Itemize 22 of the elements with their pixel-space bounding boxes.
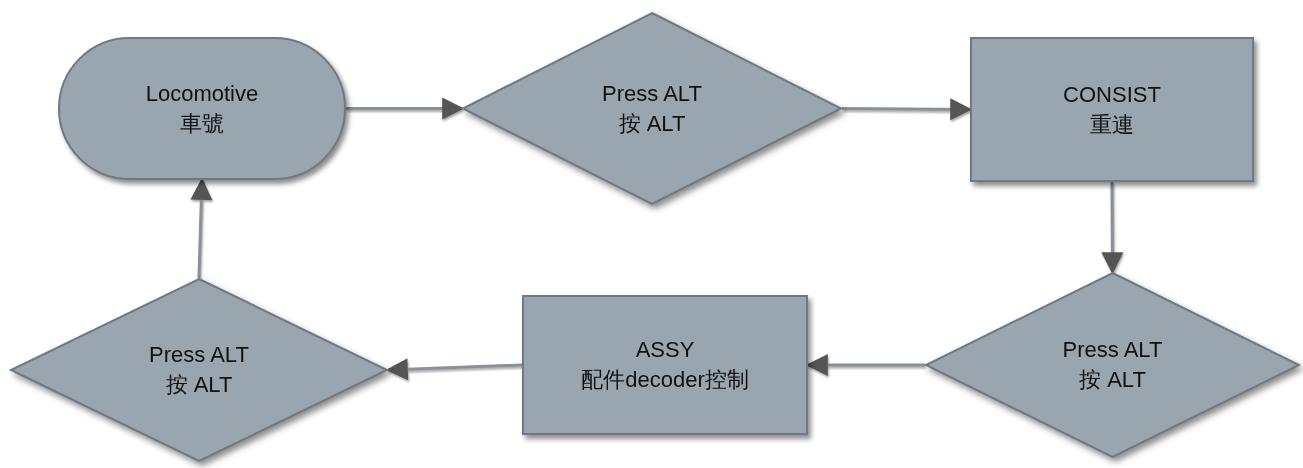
node-label: Press ALT xyxy=(149,341,249,369)
node-label: Locomotive xyxy=(145,79,259,108)
node-label: 配件decoder控制 xyxy=(581,366,749,394)
node-label: CONSIST xyxy=(1063,80,1161,109)
node-label: 車號 xyxy=(180,109,224,138)
arrow xyxy=(190,177,213,279)
node-label: 重連 xyxy=(1090,110,1134,139)
node-label: 按 ALT xyxy=(165,371,233,399)
process-box xyxy=(522,295,808,435)
node-label: 按 ALT xyxy=(618,109,686,138)
process-box xyxy=(970,37,1254,182)
arrow xyxy=(346,97,465,120)
terminal-shape xyxy=(58,37,346,180)
node-label: ASSY xyxy=(635,336,695,364)
decision-diamond xyxy=(925,272,1300,458)
arrow xyxy=(385,358,523,381)
arrow xyxy=(1101,182,1124,275)
decision-diamond xyxy=(462,12,842,205)
node-label: Press ALT xyxy=(602,79,702,108)
node-label: 按 ALT xyxy=(1079,366,1146,394)
node-label: Press ALT xyxy=(1062,336,1163,364)
decision-diamond xyxy=(10,278,388,462)
